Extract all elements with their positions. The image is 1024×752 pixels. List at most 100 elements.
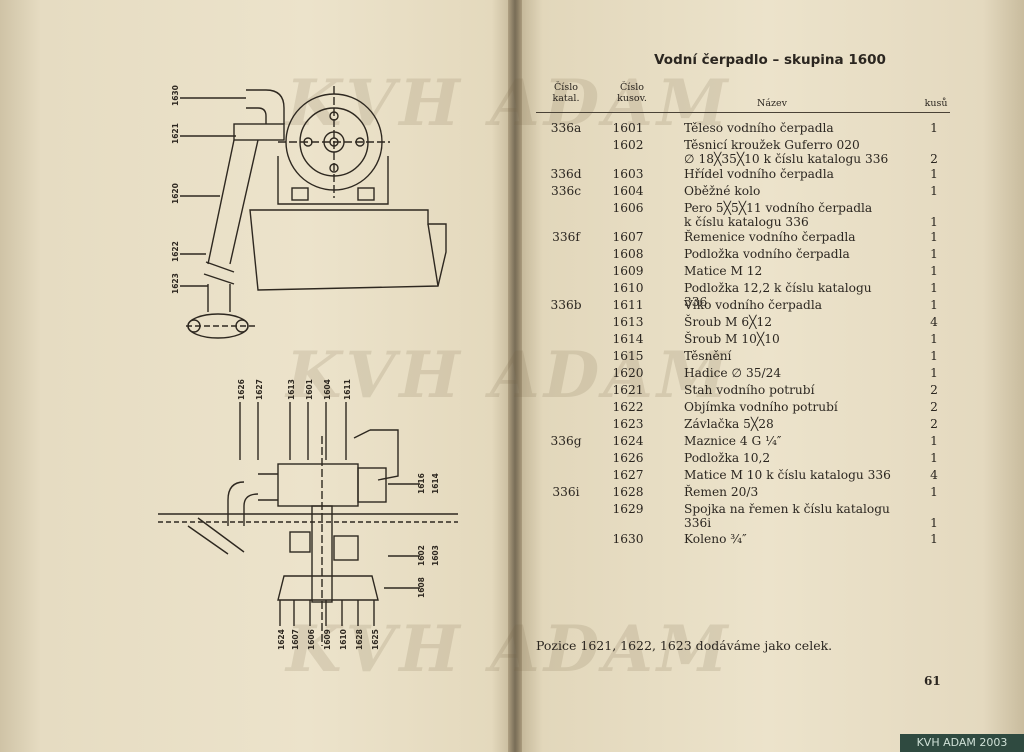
- name-line: Těsnicí kroužek Guferro 020: [684, 138, 860, 152]
- part-number-cell: 1606: [612, 201, 644, 215]
- part-number-cell: 1609: [612, 264, 644, 278]
- part-label: 1614: [431, 473, 440, 494]
- part-label: 1628: [355, 629, 364, 650]
- part-label: 1613: [287, 379, 296, 400]
- part-label: 1602: [417, 545, 426, 566]
- quantity-cell: 1: [930, 434, 938, 448]
- quantity-cell: 1: [930, 214, 938, 229]
- quantity-cell: 1: [930, 184, 938, 198]
- part-number-cell: 1626: [612, 451, 644, 465]
- catalog-number-cell: 336a: [550, 121, 582, 135]
- name-cell: Šroub M 6╳12: [684, 315, 894, 330]
- part-number-cell: 1623: [612, 417, 644, 431]
- quantity-cell: 1: [930, 451, 938, 465]
- part-label: 1626: [237, 379, 246, 400]
- name-cell: Maznice 4 G ¼″: [684, 434, 894, 449]
- pump-drawing-section: 1626 1627 1613 1601 1604 1611 1616 1614 …: [158, 379, 458, 650]
- name-line: Stah vodního potrubí: [684, 383, 815, 397]
- part-number-cell: 1628: [612, 485, 644, 499]
- name-cell: Koleno ¾″: [684, 532, 894, 547]
- part-number-cell: 1622: [612, 400, 644, 414]
- quantity-cell: 2: [930, 151, 938, 166]
- header-quantity: kusů: [924, 98, 948, 109]
- quantity-cell: 2: [930, 417, 938, 431]
- quantity-cell: 1: [930, 485, 938, 499]
- name-cell: Hadice ∅ 35/24: [684, 366, 894, 381]
- quantity-cell: 1: [930, 532, 938, 546]
- part-label: 1604: [323, 379, 332, 400]
- quantity-cell: 1: [930, 298, 938, 312]
- catalog-number-cell: 336g: [550, 434, 582, 448]
- quantity-cell: 1: [930, 264, 938, 278]
- name-cell: Řemen 20/3: [684, 485, 894, 500]
- part-number-cell: 1602: [612, 138, 644, 152]
- part-number-cell: 1627: [612, 468, 644, 482]
- part-label: 1620: [171, 183, 180, 204]
- catalog-number-cell: 336i: [552, 485, 580, 499]
- name-line: Řemenice vodního čerpadla: [684, 230, 856, 244]
- part-number-cell: 1604: [612, 184, 644, 198]
- name-cell: Hřídel vodního čerpadla: [684, 167, 894, 182]
- name-cell: Objímka vodního potrubí: [684, 400, 894, 415]
- watermark: KVH ADAM: [286, 612, 732, 687]
- part-label: 1616: [417, 473, 426, 494]
- name-cell: Matice M 12: [684, 264, 894, 279]
- name-line: Šroub M 10╳10: [684, 332, 780, 346]
- name-line: Těleso vodního čerpadla: [684, 121, 834, 135]
- name-line: Pero 5╳5╳11 vodního čerpadla: [684, 201, 873, 215]
- name-line: Koleno ¾″: [684, 532, 747, 546]
- name-cell: Matice M 10 k číslu katalogu 336: [684, 468, 894, 483]
- part-label: 1610: [339, 629, 348, 650]
- quantity-cell: 1: [930, 366, 938, 380]
- catalog-number-cell: 336b: [550, 298, 582, 312]
- quantity-cell: 4: [930, 468, 938, 482]
- part-label: 1622: [171, 241, 180, 262]
- part-label: 1603: [431, 545, 440, 566]
- header-catalog-number: Číslo katal.: [552, 82, 580, 104]
- name-line: Víko vodního čerpadla: [684, 298, 823, 312]
- part-number-cell: 1613: [612, 315, 644, 329]
- part-number-cell: 1603: [612, 167, 644, 181]
- part-number-cell: 1629: [612, 502, 644, 516]
- part-label: 1624: [277, 629, 286, 650]
- name-line: 336i: [684, 515, 712, 530]
- part-label: 1630: [171, 85, 180, 106]
- quantity-cell: 1: [930, 167, 938, 181]
- part-number-cell: 1601: [612, 121, 644, 135]
- quantity-cell: 1: [930, 281, 938, 295]
- part-number-cell: 1608: [612, 247, 644, 261]
- part-number-cell: 1624: [612, 434, 644, 448]
- part-number-cell: 1611: [612, 298, 644, 312]
- part-number-cell: 1630: [612, 532, 644, 546]
- right-page: Vodní čerpadlo – skupina 1600 Číslo kata…: [522, 6, 1018, 746]
- part-number-cell: 1610: [612, 281, 644, 295]
- quantity-cell: 1: [930, 121, 938, 135]
- name-cell: Těleso vodního čerpadla: [684, 121, 894, 136]
- name-line: ∅ 18╳35╳10 k číslu katalogu 336: [684, 151, 889, 166]
- part-number-cell: 1621: [612, 383, 644, 397]
- name-line: k číslu katalogu 336: [684, 214, 809, 229]
- catalog-number-cell: 336d: [550, 167, 582, 181]
- name-line: Spojka na řemen k číslu katalogu: [684, 502, 890, 516]
- part-label: 1608: [417, 577, 426, 598]
- watermark: KVH ADAM: [286, 66, 732, 141]
- name-cell: Těsnicí kroužek Guferro 020∅ 18╳35╳10 k …: [684, 138, 894, 166]
- name-line: Podložka 12,2 k číslu katalogu 336: [684, 281, 872, 309]
- part-number-cell: 1620: [612, 366, 644, 380]
- name-cell: Oběžné kolo: [684, 184, 894, 199]
- name-cell: Podložka vodního čerpadla: [684, 247, 894, 262]
- watermark: KVH ADAM: [286, 338, 732, 413]
- quantity-cell: 2: [930, 383, 938, 397]
- name-cell: Podložka 10,2: [684, 451, 894, 466]
- quantity-cell: 1: [930, 230, 938, 244]
- quantity-cell: 2: [930, 400, 938, 414]
- quantity-cell: 1: [930, 247, 938, 261]
- part-label: 1609: [323, 629, 332, 650]
- name-line: Maznice 4 G ¼″: [684, 434, 782, 448]
- part-number-cell: 1607: [612, 230, 644, 244]
- pump-drawing-top: 1630 1621 1620 1622 1623: [171, 85, 447, 339]
- catalog-number-cell: 336c: [550, 184, 582, 198]
- name-line: Těsnění: [684, 349, 732, 363]
